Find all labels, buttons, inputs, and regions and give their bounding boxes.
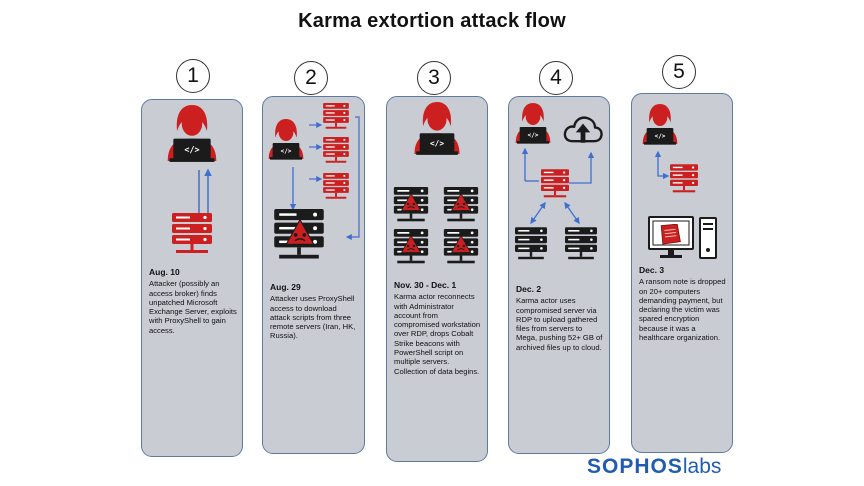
step-5-description: A ransom note is dropped on 20+ computer… — [639, 277, 726, 343]
step-4-illustration — [515, 103, 603, 260]
step-number-5: 5 — [662, 55, 696, 89]
step-1-description: Attacker (possibly an access broker) fin… — [149, 279, 237, 335]
sophoslabs-logo: SOPHOSlabs — [587, 456, 721, 478]
logo-labs: labs — [682, 455, 722, 478]
step-4-date: Dec. 2 — [516, 284, 542, 294]
step-5-illustration — [642, 104, 717, 259]
cloud-upload-icon — [563, 116, 603, 145]
server-red-icon — [323, 173, 349, 199]
desktop-computer-icon — [648, 216, 717, 259]
server-red-icon — [670, 164, 698, 193]
step-number-2: 2 — [294, 61, 328, 95]
step-card-4: Dec. 2 Karma actor uses compromised serv… — [508, 96, 610, 454]
step-2-date: Aug. 29 — [270, 282, 301, 292]
step-card-3: Nov. 30 - Dec. 1 Karma actor reconnects … — [386, 96, 488, 462]
diagram-title: Karma extortion attack flow — [298, 10, 566, 32]
hacker-laptop-icon — [268, 119, 304, 160]
step-3-illustration — [393, 102, 479, 264]
logo-sophos: SOPHOS — [587, 455, 683, 478]
server-black-icon — [515, 227, 547, 260]
server-red-icon — [172, 213, 212, 253]
step-5-date: Dec. 3 — [639, 265, 665, 275]
hacker-laptop-icon — [642, 104, 678, 145]
hacker-laptop-icon — [414, 102, 460, 155]
step-card-1: Aug. 10 Attacker (possibly an access bro… — [141, 99, 243, 457]
step-number-4: 4 — [539, 61, 573, 95]
step-card-5: Dec. 3 A ransom note is dropped on 20+ c… — [631, 93, 733, 453]
step-3-description: Karma actor reconnects with Administrato… — [394, 292, 481, 376]
step-card-2: Aug. 29 Attacker uses ProxyShell access … — [262, 96, 365, 454]
ransom-note-icon — [660, 224, 681, 245]
server-red-icon — [541, 169, 569, 198]
hacker-laptop-icon — [167, 105, 217, 162]
hacker-laptop-icon — [515, 103, 551, 144]
step-2-description: Attacker uses ProxyShell access to downl… — [270, 294, 356, 341]
server-black-icon — [565, 227, 597, 260]
step-number-3: 3 — [417, 61, 451, 95]
step-number-1: 1 — [176, 59, 210, 93]
server-red-icon — [323, 137, 349, 163]
step-2-illustration — [268, 103, 360, 259]
server-red-icon — [323, 103, 349, 129]
step-4-description: Karma actor uses compromised server via … — [516, 296, 603, 352]
step-1-date: Aug. 10 — [149, 267, 180, 277]
step-3-date: Nov. 30 - Dec. 1 — [394, 280, 457, 290]
step-1-illustration — [167, 105, 217, 253]
